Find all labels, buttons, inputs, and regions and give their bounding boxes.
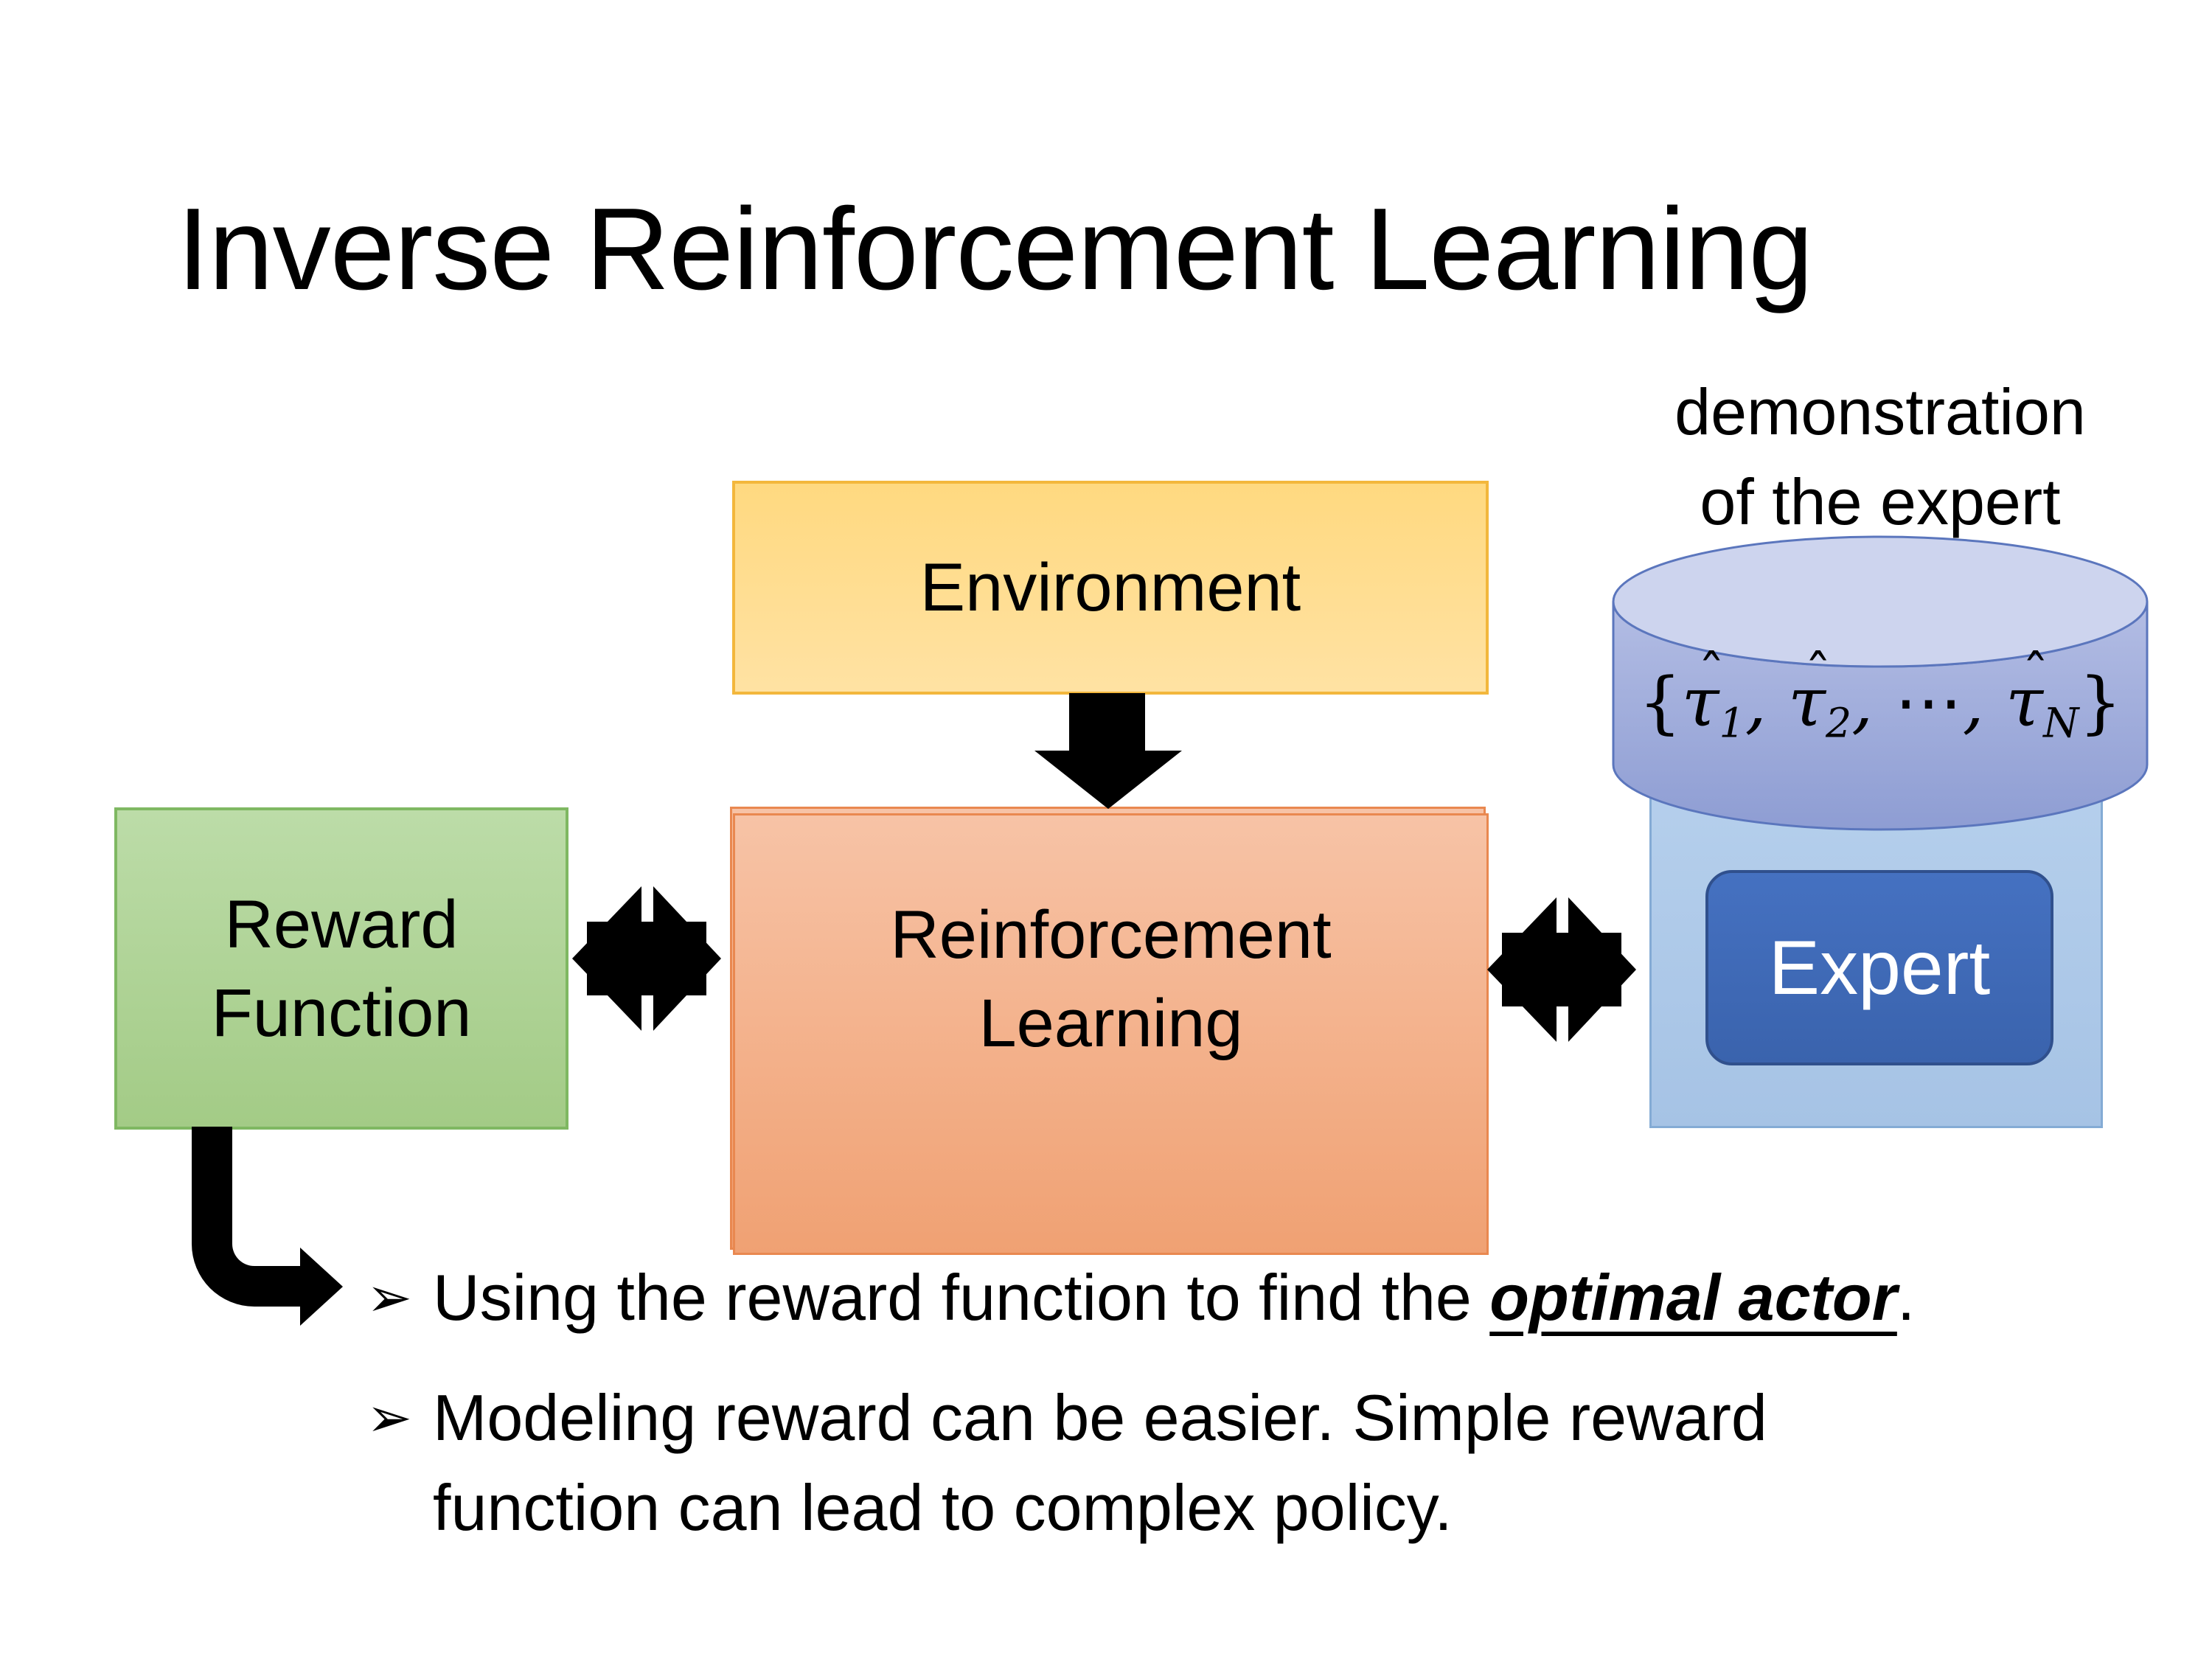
- double-arrow-left-icon: [572, 886, 721, 1031]
- environment-label: Environment: [919, 550, 1301, 625]
- bullet-arrow-icon: ➢: [366, 1386, 413, 1450]
- bullet-item-2: ➢ Modeling reward can be easier. Simple …: [366, 1373, 1767, 1553]
- double-arrow-right-icon: [1487, 897, 1636, 1042]
- bullet-item-1: ➢ Using the reward function to find the …: [366, 1253, 1915, 1343]
- ellipsis-dots: ⋯: [1894, 663, 1963, 742]
- bullet-arrow-icon: ➢: [366, 1266, 413, 1329]
- bullet-1-text: Using the reward function to find the op…: [433, 1261, 1916, 1334]
- expert-box: Expert: [1705, 870, 2053, 1065]
- elbow-arrow-icon: [192, 1127, 343, 1326]
- reinforcement-learning-label: Reinforcement Learning: [890, 897, 1332, 1061]
- caption-line-2: of the expert: [1700, 465, 2061, 538]
- expert-label: Expert: [1768, 925, 1991, 1011]
- reinforcement-learning-box: Reinforcement Learning: [733, 813, 1489, 1255]
- reward-function-label: Reward Function: [211, 886, 472, 1051]
- down-arrow-icon: [1034, 693, 1182, 809]
- page-title: Inverse Reinforcement Learning: [177, 184, 1813, 314]
- caption-line-1: demonstration: [1674, 375, 2086, 448]
- bullet-2-text: Modeling reward can be easier. Simple re…: [433, 1381, 1767, 1544]
- optimal-actor-emphasis: optimal actor: [1489, 1261, 1897, 1334]
- environment-box: Environment: [732, 481, 1489, 695]
- demonstration-caption: demonstration of the expert: [1585, 367, 2175, 547]
- reward-function-box: Reward Function: [114, 807, 568, 1130]
